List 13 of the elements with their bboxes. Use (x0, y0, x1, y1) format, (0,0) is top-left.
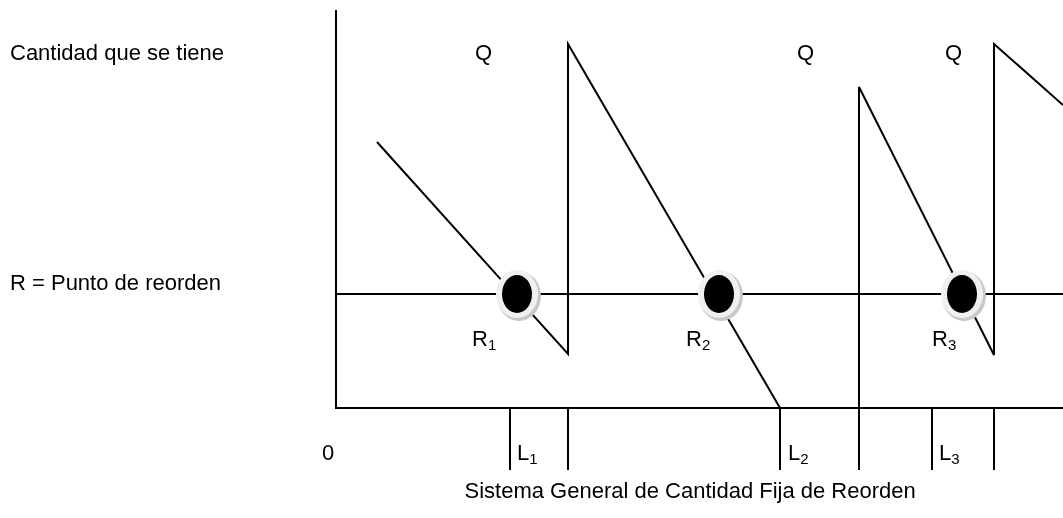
caption: Sistema General de Cantidad Fija de Reorden (464, 478, 916, 504)
lead-time-label: L$_{2}$ (788, 440, 809, 466)
reorder-point-label: R$_{1}$ (472, 326, 497, 352)
quantity-label: Q (475, 40, 493, 66)
origin-label: 0 (322, 440, 335, 466)
quantity-label: Q (945, 40, 963, 66)
lead-time-label: L$_{1}$ (517, 440, 538, 466)
lead-time-label: L$_{3}$ (939, 440, 960, 466)
reorder-point-label: R$_{3}$ (932, 326, 957, 352)
axis-label: Cantidad que se tiene (10, 40, 225, 66)
axis-label: R = Punto de reorden (10, 270, 221, 296)
quantity-label: Q (797, 40, 815, 66)
reorder-point-label: R$_{2}$ (686, 326, 711, 352)
